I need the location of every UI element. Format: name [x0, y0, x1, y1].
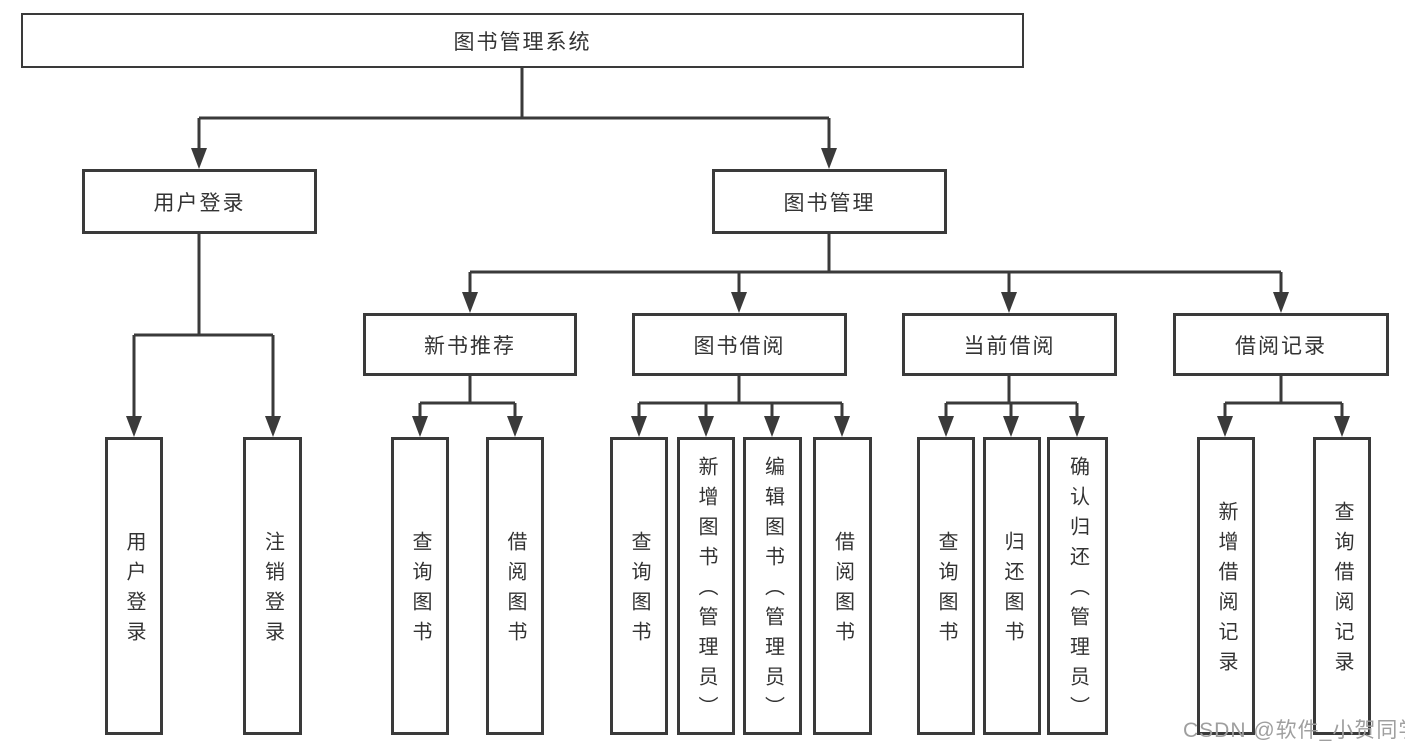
connector-bookborrow-to-leaves	[637, 376, 844, 418]
connector-bookmgmt-to-level3	[468, 234, 1283, 294]
node-book-borrowing: 图书借阅	[632, 313, 847, 376]
leaf-add-book-admin: 新增图书（管理员）	[677, 437, 735, 735]
leaf-edit-book-admin: 编辑图书（管理员）	[743, 437, 802, 735]
arrowheads	[126, 148, 1350, 437]
leaf-label: 借阅图书	[831, 531, 854, 651]
leaf-label: 归还图书	[1001, 531, 1023, 651]
node-new-book-recommendation: 新书推荐	[363, 313, 577, 376]
leaf-query-borrow-record: 查询借阅记录	[1313, 437, 1371, 735]
connector-currentborrow-to-leaves	[944, 376, 1079, 418]
leaf-query-books: 查询图书	[917, 437, 975, 735]
node-user-login: 用户登录	[82, 169, 317, 234]
connector-borrowrecord-to-leaves	[1223, 376, 1344, 418]
leaf-label: 查询借阅记录	[1331, 501, 1353, 681]
connector-userlogin-to-leaves	[132, 234, 275, 418]
leaf-borrow-books: 借阅图书	[486, 437, 544, 735]
node-current-borrowing: 当前借阅	[902, 313, 1117, 376]
leaf-add-borrow-record: 新增借阅记录	[1197, 437, 1255, 735]
leaf-query-books: 查询图书	[391, 437, 449, 735]
node-library-management-system: 图书管理系统	[21, 13, 1024, 68]
leaf-label: 查询图书	[935, 531, 957, 651]
leaf-user-login: 用户登录	[105, 437, 163, 735]
leaf-query-books: 查询图书	[610, 437, 668, 735]
leaf-label: 查询图书	[409, 531, 431, 651]
leaf-return-book: 归还图书	[983, 437, 1041, 735]
leaf-logout: 注销登录	[243, 437, 302, 735]
leaf-borrow-books: 借阅图书	[813, 437, 872, 735]
connector-root-to-level2	[197, 68, 831, 150]
leaf-label: 新增图书（管理员）	[695, 456, 717, 726]
leaf-label: 借阅图书	[504, 531, 526, 651]
csdn-watermark: CSDN @软件_小贺同学	[1183, 719, 1405, 742]
leaf-label: 查询图书	[628, 531, 650, 651]
leaf-confirm-return-admin: 确认归还（管理员）	[1047, 437, 1108, 735]
node-borrowing-records: 借阅记录	[1173, 313, 1389, 376]
leaf-label: 新增借阅记录	[1215, 501, 1237, 681]
leaf-label: 用户登录	[123, 531, 145, 651]
leaf-label: 注销登录	[261, 531, 284, 651]
leaf-label: 编辑图书（管理员）	[761, 456, 784, 726]
node-book-management: 图书管理	[712, 169, 947, 234]
leaf-label: 确认归还（管理员）	[1066, 456, 1089, 726]
connector-newbook-to-leaves	[418, 376, 517, 418]
